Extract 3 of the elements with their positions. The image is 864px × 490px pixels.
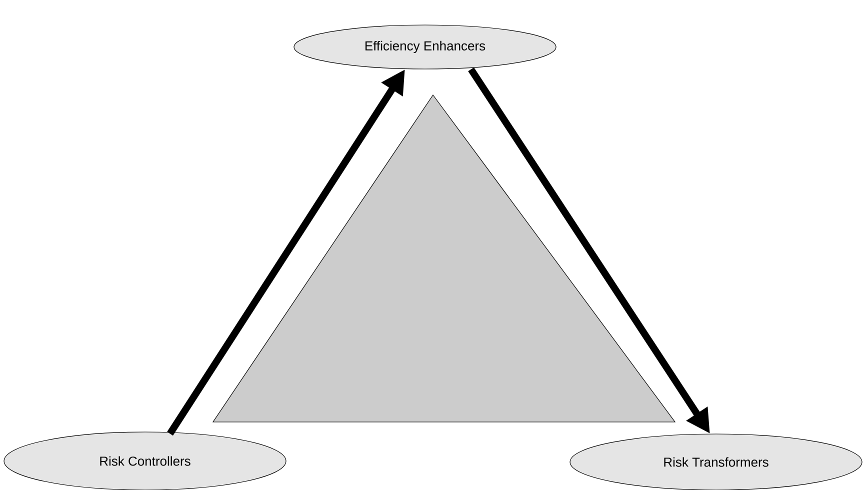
ellipse-node: Risk Transformers — [570, 434, 862, 490]
ellipse-node: Risk Controllers — [4, 432, 286, 490]
ellipse-node: Efficiency Enhancers — [294, 24, 556, 70]
